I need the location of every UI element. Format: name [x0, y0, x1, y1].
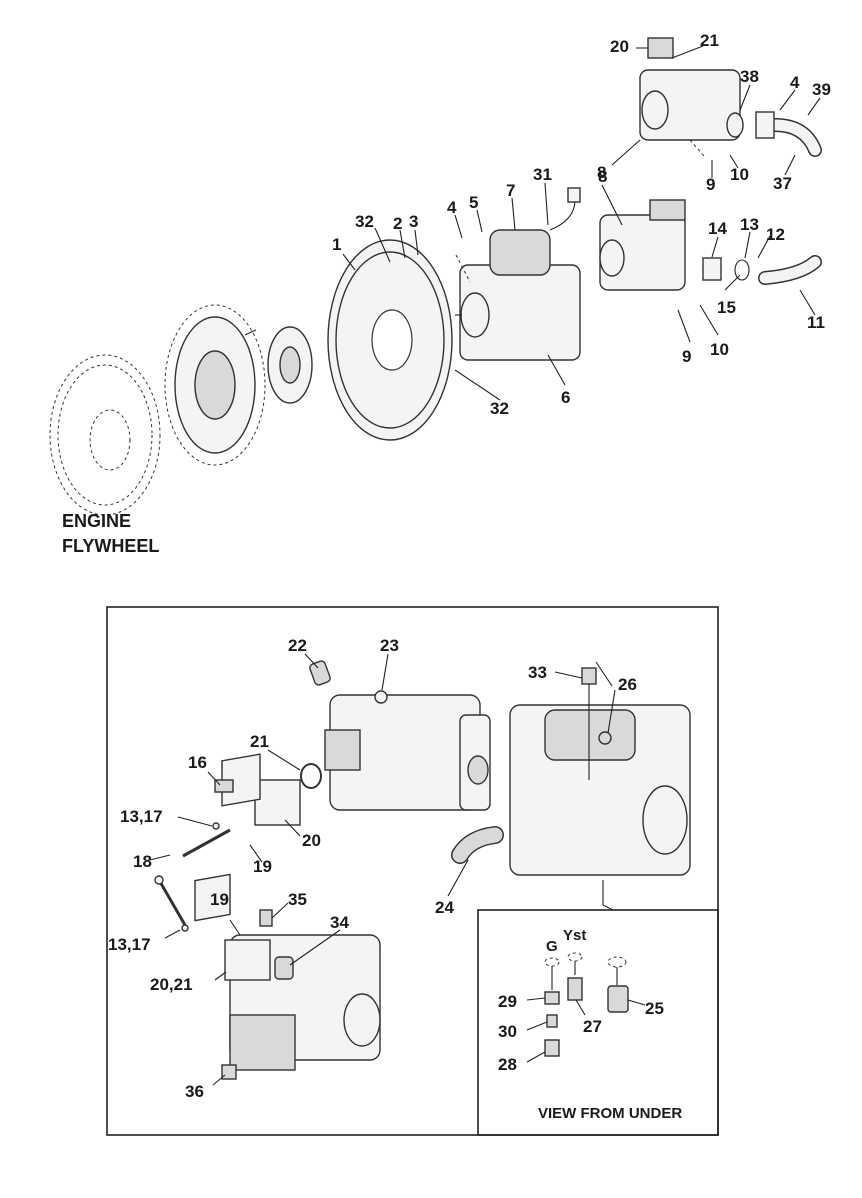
suction-elbow-11 — [702, 255, 822, 285]
port-g-label: G — [546, 938, 558, 955]
manifold-block-upper — [182, 753, 301, 858]
callout-20-21: 20,21 — [150, 975, 193, 994]
callout-7: 7 — [506, 181, 515, 200]
coupling-disk — [164, 304, 266, 466]
callout-20: 20 — [610, 37, 629, 56]
callout-9: 9 — [706, 175, 715, 194]
callout-16: 16 — [188, 753, 207, 772]
callout-5: 5 — [469, 193, 478, 212]
callout-30: 30 — [498, 1022, 517, 1041]
callout-38: 38 — [740, 67, 759, 86]
callout-37: 37 — [773, 174, 792, 193]
callout-19: 19 — [210, 890, 229, 909]
callout-4: 4 — [790, 73, 800, 92]
pump-detail-lower — [154, 873, 381, 1080]
callout-33: 33 — [528, 663, 547, 682]
callout-13-17: 13,17 — [108, 935, 151, 954]
callout-18: 18 — [133, 852, 152, 871]
callout-25: 25 — [645, 999, 664, 1018]
callout-4: 4 — [447, 198, 457, 217]
engine-flywheel — [49, 354, 161, 516]
charge-pump-upper — [639, 37, 744, 141]
assembly-line — [455, 254, 471, 283]
pump-detail-upper — [300, 660, 491, 811]
callout-35: 35 — [288, 890, 307, 909]
callout-14: 14 — [708, 219, 727, 238]
callout-3: 3 — [409, 212, 418, 231]
fittings-view-from-under — [544, 952, 629, 1057]
callout-13-17: 13,17 — [120, 807, 163, 826]
detail-frame — [106, 606, 719, 1136]
adapter-plate — [327, 239, 453, 441]
engine-flywheel-label: FLYWHEEL — [62, 536, 159, 556]
callout-9: 9 — [682, 347, 691, 366]
callout-11: 11 — [807, 313, 825, 332]
pump-detail-right — [451, 667, 691, 876]
callout-31: 31 — [533, 165, 552, 184]
coupling-hub — [244, 326, 313, 404]
callout-20: 20 — [302, 831, 321, 850]
callout-12: 12 — [766, 225, 785, 244]
main-pump — [455, 187, 581, 361]
callout-8: 8 — [597, 163, 606, 182]
callout-32: 32 — [355, 212, 374, 231]
callout-6: 6 — [561, 388, 570, 407]
callout-29: 29 — [498, 992, 517, 1011]
callout-19: 19 — [253, 857, 272, 876]
callout-10: 10 — [730, 165, 749, 184]
callout-32: 32 — [490, 399, 509, 418]
callout-21: 21 — [700, 31, 719, 50]
callout-2: 2 — [393, 214, 402, 233]
callout-21: 21 — [250, 732, 269, 751]
port-yst-label: Yst — [563, 927, 586, 944]
callout-39: 39 — [812, 80, 831, 99]
callout-23: 23 — [380, 636, 399, 655]
leader-lines-bottom — [149, 653, 646, 1086]
charge-pump-lower — [599, 199, 686, 291]
callout-8: 8 — [598, 167, 607, 186]
engine-flywheel-label: ENGINE — [62, 511, 131, 531]
callout-13: 13 — [740, 215, 759, 234]
view-from-under-label: VIEW FROM UNDER — [538, 1105, 682, 1122]
callout-26: 26 — [618, 675, 637, 694]
suction-elbow-37 — [755, 111, 822, 157]
callouts-top: 1 2 3 4 5 6 7 8 9 10 11 12 13 14 15 21 2… — [332, 31, 831, 418]
callout-1: 1 — [332, 235, 341, 254]
callout-22: 22 — [288, 636, 307, 655]
callout-27: 27 — [583, 1017, 602, 1036]
callouts-bottom: 16 13,17 18 13,17 19 19 20 20,21 21 22 2… — [108, 636, 664, 1101]
callout-15: 15 — [717, 298, 736, 317]
callout-36: 36 — [185, 1082, 204, 1101]
callout-28: 28 — [498, 1055, 517, 1074]
view-from-under-frame — [477, 909, 719, 1136]
callout-10: 10 — [710, 340, 729, 359]
callout-34: 34 — [330, 913, 349, 932]
callout-24: 24 — [435, 898, 454, 917]
leader-lines-top — [342, 45, 821, 401]
assembly-line — [689, 139, 705, 157]
